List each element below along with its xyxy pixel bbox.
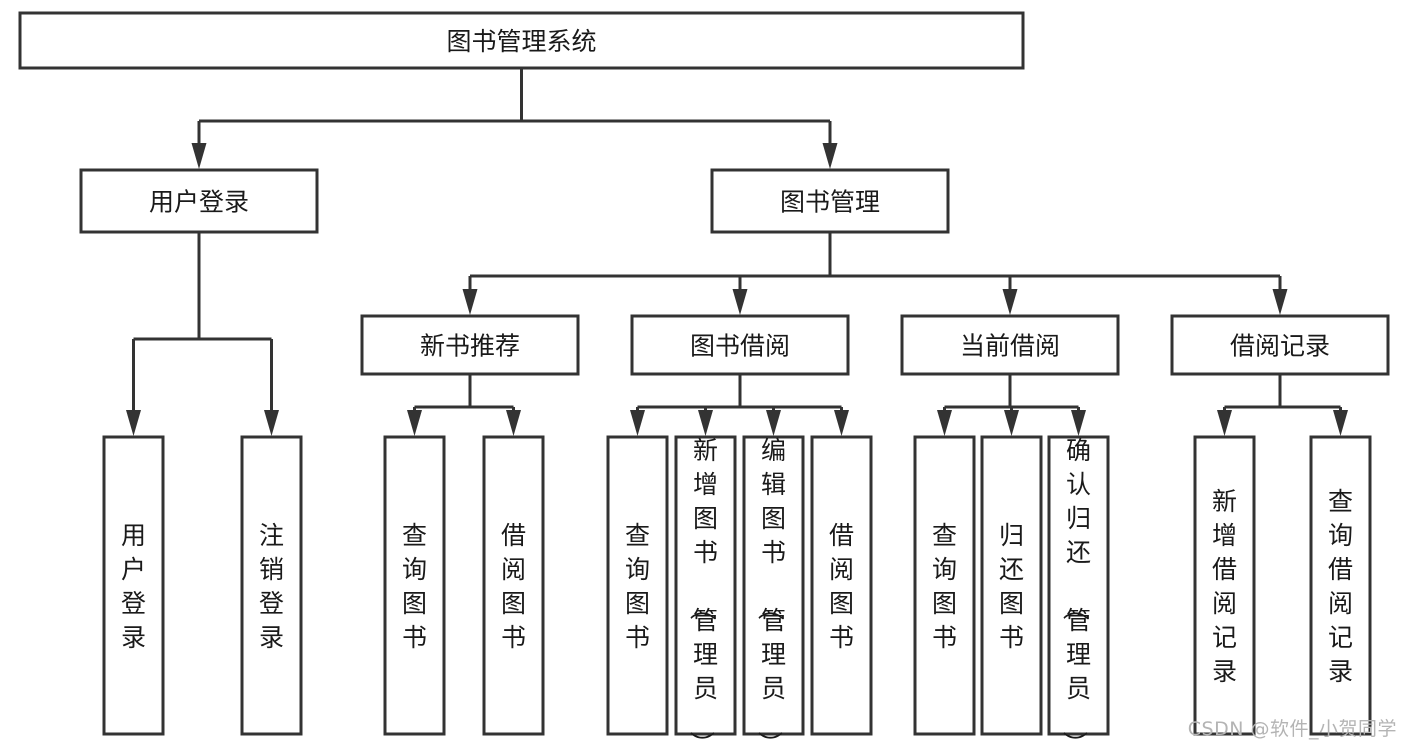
node-label-leaf-borrow-query: 查询图书 xyxy=(625,521,650,652)
node-box-leaf-current-confirm xyxy=(1047,435,1110,736)
node-leaf-user-login[interactable]: 用户登录 xyxy=(102,435,165,736)
connector-group-login xyxy=(126,232,279,436)
node-leaf-current-confirm[interactable]: 确认归还（管理员） xyxy=(1047,435,1110,747)
node-label-records: 借阅记录 xyxy=(1230,332,1330,361)
node-layer: 图书管理系统用户登录图书管理新书推荐图书借阅当前借阅借阅记录用户登录注销登录查询… xyxy=(18,11,1390,747)
node-label-leaf-current-return: 归还图书 xyxy=(999,521,1024,652)
node-label-leaf-borrow-add: 新增图书（管理员） xyxy=(687,436,718,747)
node-label-login: 用户登录 xyxy=(149,188,249,217)
node-label-leaf-current-confirm: 确认归还（管理员） xyxy=(1060,436,1091,747)
node-label-bookmgmt: 图书管理 xyxy=(780,188,880,217)
connector-group-newbook xyxy=(407,374,521,436)
connector-group-borrow xyxy=(630,374,849,436)
node-current[interactable]: 当前借阅 xyxy=(900,314,1120,376)
node-label-leaf-current-query: 查询图书 xyxy=(932,521,957,652)
node-newbook[interactable]: 新书推荐 xyxy=(360,314,580,376)
node-leaf-borrow-add[interactable]: 新增图书（管理员） xyxy=(674,435,737,747)
node-box-leaf-borrow-edit xyxy=(742,435,805,736)
node-label-leaf-user-logout: 注销登录 xyxy=(259,521,284,652)
node-label-borrow: 图书借阅 xyxy=(690,332,790,361)
node-box-current xyxy=(900,314,1120,376)
node-label-leaf-borrow-edit: 编辑图书（管理员） xyxy=(755,436,786,747)
node-box-leaf-current-return xyxy=(980,435,1043,736)
node-label-leaf-borrow-lend: 借阅图书 xyxy=(829,521,854,652)
node-box-leaf-borrow-query xyxy=(606,435,669,736)
node-root[interactable]: 图书管理系统 xyxy=(18,11,1025,70)
node-label-leaf-new-query: 查询图书 xyxy=(402,521,427,652)
node-box-newbook xyxy=(360,314,580,376)
connector-group-bookmgmt xyxy=(462,232,1288,315)
node-label-leaf-new-borrow: 借阅图书 xyxy=(501,521,526,652)
node-box-bookmgmt xyxy=(710,168,950,234)
node-records[interactable]: 借阅记录 xyxy=(1170,314,1390,376)
node-box-root xyxy=(18,11,1025,70)
node-leaf-new-borrow[interactable]: 借阅图书 xyxy=(482,435,545,736)
node-box-leaf-current-query xyxy=(913,435,976,736)
connector-group-records xyxy=(1217,374,1348,436)
node-leaf-current-query[interactable]: 查询图书 xyxy=(913,435,976,736)
node-login[interactable]: 用户登录 xyxy=(79,168,319,234)
node-leaf-user-logout[interactable]: 注销登录 xyxy=(240,435,303,736)
node-box-records xyxy=(1170,314,1390,376)
node-borrow[interactable]: 图书借阅 xyxy=(630,314,850,376)
node-leaf-borrow-lend[interactable]: 借阅图书 xyxy=(810,435,873,736)
node-box-leaf-user-logout xyxy=(240,435,303,736)
connector-group-root xyxy=(191,68,838,169)
node-box-leaf-new-borrow xyxy=(482,435,545,736)
node-leaf-borrow-query[interactable]: 查询图书 xyxy=(606,435,669,736)
node-box-borrow xyxy=(630,314,850,376)
node-label-newbook: 新书推荐 xyxy=(420,332,520,361)
connector-layer xyxy=(126,68,1348,436)
node-label-leaf-record-add: 新增借阅记录 xyxy=(1212,487,1237,686)
node-box-leaf-record-add xyxy=(1193,435,1256,736)
node-label-leaf-user-login: 用户登录 xyxy=(121,521,146,652)
node-leaf-borrow-edit[interactable]: 编辑图书（管理员） xyxy=(742,435,805,747)
node-box-leaf-new-query xyxy=(383,435,446,736)
node-label-current: 当前借阅 xyxy=(960,332,1060,361)
node-leaf-current-return[interactable]: 归还图书 xyxy=(980,435,1043,736)
node-label-leaf-record-query: 查询借阅记录 xyxy=(1328,487,1353,686)
node-box-login xyxy=(79,168,319,234)
node-leaf-record-query[interactable]: 查询借阅记录 xyxy=(1309,435,1372,736)
node-box-leaf-user-login xyxy=(102,435,165,736)
node-box-leaf-record-query xyxy=(1309,435,1372,736)
node-label-root: 图书管理系统 xyxy=(446,27,596,56)
connector-group-current xyxy=(937,374,1086,436)
node-box-leaf-borrow-add xyxy=(674,435,737,736)
node-bookmgmt[interactable]: 图书管理 xyxy=(710,168,950,234)
node-leaf-new-query[interactable]: 查询图书 xyxy=(383,435,446,736)
node-box-leaf-borrow-lend xyxy=(810,435,873,736)
node-leaf-record-add[interactable]: 新增借阅记录 xyxy=(1193,435,1256,736)
